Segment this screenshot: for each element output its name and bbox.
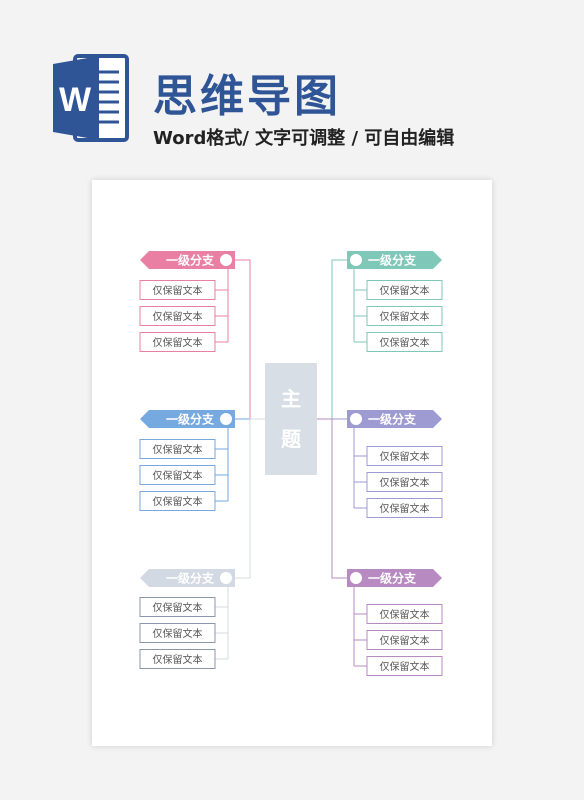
branch-connector-1 <box>235 259 265 420</box>
page-subtitle: Word格式/ 文字可调整 / 可自由编辑 <box>153 128 455 149</box>
sub-item-box[interactable] <box>366 446 443 466</box>
branch-node-5[interactable] <box>347 410 442 428</box>
mindmap-diagram: 一级分支仅保留文本仅保留文本仅保留文本一级分支仅保留文本仅保留文本仅保留文本一级… <box>139 251 443 676</box>
branch-connector-6 <box>317 418 347 579</box>
sub-item-box[interactable] <box>139 597 216 617</box>
sub-item-label: 仅保留文本 <box>153 310 203 323</box>
sub-item-label: 仅保留文本 <box>380 336 430 349</box>
branch-node-6[interactable] <box>347 569 442 587</box>
branch-label-4: 一级分支 <box>368 253 417 268</box>
sub-item-box[interactable] <box>139 439 216 459</box>
sub-item-label: 仅保留文本 <box>153 284 203 297</box>
sub-item-label: 仅保留文本 <box>380 660 430 673</box>
word-icon-letter: W <box>59 81 92 119</box>
sub-item-box[interactable] <box>366 332 443 352</box>
page-header: W 思维导图 Word格式/ 文字可调整 / 可自由编辑 <box>0 0 584 170</box>
sub-item-box[interactable] <box>139 332 216 352</box>
sub-item-label: 仅保留文本 <box>153 627 203 640</box>
branch-label-5: 一级分支 <box>368 412 417 427</box>
sub-item-box[interactable] <box>139 465 216 485</box>
sub-item-box[interactable] <box>366 656 443 676</box>
sub-item-box[interactable] <box>366 306 443 326</box>
sub-item-label: 仅保留文本 <box>153 653 203 666</box>
central-topic-char-2: 题 <box>281 427 301 451</box>
sub-item-box[interactable] <box>139 280 216 300</box>
branch-node-3[interactable] <box>140 569 235 587</box>
sub-item-label: 仅保留文本 <box>153 469 203 482</box>
sub-item-label: 仅保留文本 <box>380 634 430 647</box>
branch-dot-icon <box>350 413 362 425</box>
sub-item-label: 仅保留文本 <box>380 284 430 297</box>
page-title: 思维导图 <box>153 71 341 122</box>
word-document-icon: W <box>53 54 129 142</box>
branch-node-4[interactable] <box>347 251 442 269</box>
central-topic[interactable]: 主 题 <box>265 363 317 475</box>
branch-node-1[interactable] <box>140 251 235 269</box>
sub-item-label: 仅保留文本 <box>380 502 430 515</box>
central-topic-char-1: 主 <box>281 387 301 411</box>
sub-item-box[interactable] <box>139 649 216 669</box>
sub-item-label: 仅保留文本 <box>153 601 203 614</box>
branch-node-2[interactable] <box>140 410 235 428</box>
sub-item-label: 仅保留文本 <box>380 450 430 463</box>
sub-item-box[interactable] <box>366 604 443 624</box>
branch-dot-icon <box>220 254 232 266</box>
branch-dot-icon <box>350 572 362 584</box>
sub-item-box[interactable] <box>139 623 216 643</box>
branch-label-1: 一级分支 <box>166 253 215 268</box>
sub-item-label: 仅保留文本 <box>153 336 203 349</box>
branch-dot-icon <box>220 572 232 584</box>
branch-connector-3 <box>235 418 265 579</box>
branch-connector-4 <box>317 259 347 420</box>
branch-label-3: 一级分支 <box>166 571 215 586</box>
sub-item-box[interactable] <box>139 491 216 511</box>
sub-item-label: 仅保留文本 <box>153 495 203 508</box>
branch-dot-icon <box>350 254 362 266</box>
sub-item-label: 仅保留文本 <box>380 608 430 621</box>
branch-label-6: 一级分支 <box>368 571 417 586</box>
sub-item-label: 仅保留文本 <box>380 310 430 323</box>
sub-item-box[interactable] <box>366 472 443 492</box>
sub-item-label: 仅保留文本 <box>153 443 203 456</box>
sub-item-box[interactable] <box>366 630 443 650</box>
branch-label-2: 一级分支 <box>166 412 215 427</box>
sub-item-label: 仅保留文本 <box>380 476 430 489</box>
sub-item-box[interactable] <box>366 280 443 300</box>
sub-item-box[interactable] <box>139 306 216 326</box>
sub-item-box[interactable] <box>366 498 443 518</box>
branch-dot-icon <box>220 413 232 425</box>
mindmap-document: 一级分支仅保留文本仅保留文本仅保留文本一级分支仅保留文本仅保留文本仅保留文本一级… <box>92 180 492 746</box>
